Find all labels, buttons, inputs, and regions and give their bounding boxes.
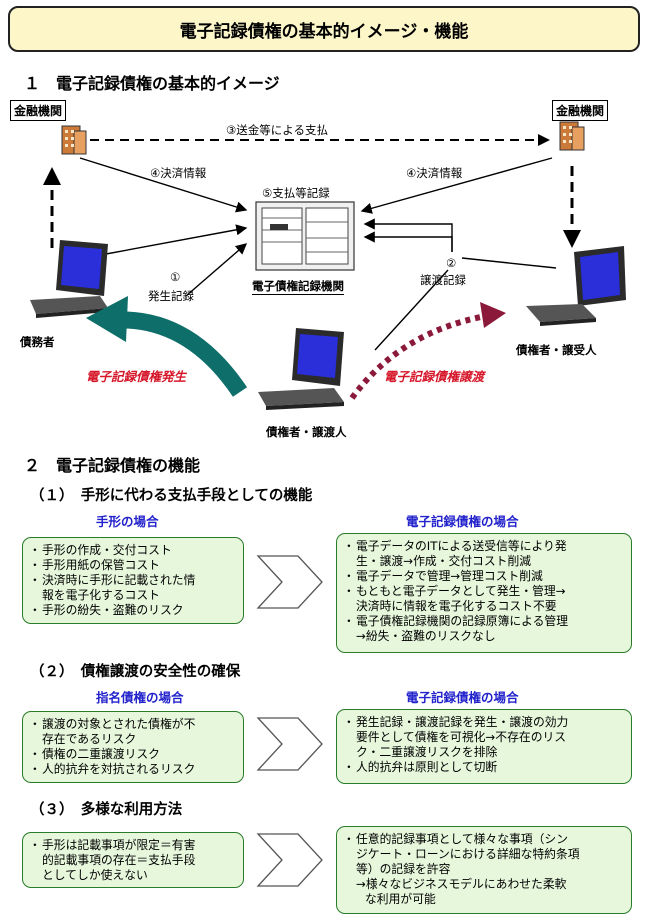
issue-number: ① bbox=[170, 270, 181, 284]
diagram bbox=[30, 121, 626, 410]
issue-arrow-label: 電子記録債権発生 bbox=[86, 369, 187, 384]
list-item: 発生記録・譲渡記録を発生・譲渡の効力 bbox=[343, 715, 623, 730]
transfer-record-label: 譲渡記録 bbox=[420, 273, 466, 287]
list-item: 譲渡の対象とされた債権が不 bbox=[29, 717, 235, 732]
list-item: 要件として債権を可視化→不存在のリス bbox=[356, 730, 567, 744]
list-item: 的記載事項の存在＝支払手段 bbox=[42, 853, 196, 867]
debtor-label: 債務者 bbox=[20, 335, 55, 349]
list-item: 人的抗弁を対抗されるリスク bbox=[29, 762, 235, 777]
list-item: 手形用紙の保管コスト bbox=[29, 558, 235, 573]
sub3-right-box: 任意的記録事項として様々な事項（シン ジケート・ローンにおける詳細な特約条項 等… bbox=[336, 826, 632, 914]
list-item: 電子債権記録機関の記録原簿による管理 bbox=[343, 614, 623, 629]
sub2-right-header: 電子記録債権の場合 bbox=[406, 690, 519, 705]
transfer-arrow-label: 電子記録債権譲渡 bbox=[384, 369, 485, 384]
list-item: 手形は記載事項が限定＝有害 bbox=[29, 838, 235, 853]
list-item: ク・二重譲渡リスクを排除 bbox=[356, 745, 498, 759]
assignor-label: 債権者・譲渡人 bbox=[266, 425, 347, 439]
list-item: 電子データのITによる送受信等により発 bbox=[343, 539, 623, 554]
bank-right-label: 金融機関 bbox=[552, 100, 609, 121]
list-item: 報を電子化するコスト bbox=[42, 588, 160, 602]
list-item: としてしか使えない bbox=[42, 868, 148, 882]
bank-left-label: 金融機関 bbox=[10, 100, 67, 121]
sub1-heading: （１） 手形に代わる支払手段としての機能 bbox=[30, 488, 313, 504]
sub1-right-header: 電子記録債権の場合 bbox=[406, 514, 519, 529]
laptop-assignor-icon bbox=[258, 328, 344, 410]
settle-right-label: ④決済情報 bbox=[406, 166, 463, 180]
list-item: ジケート・ローンにおける詳細な特約条項 bbox=[356, 847, 580, 861]
sub1-left-header: 手形の場合 bbox=[96, 514, 159, 529]
laptop-debtor-icon bbox=[30, 240, 108, 318]
list-item: 手形の紛失・盗難のリスク bbox=[29, 603, 235, 618]
list-item: →様々なビジネスモデルにあわせた柔軟 bbox=[356, 877, 567, 891]
list-item: 決済時に手形に記載された情 bbox=[29, 573, 235, 588]
transfer-number: ② bbox=[446, 256, 457, 270]
sub3-left-box: 手形は記載事項が限定＝有害 的記載事項の存在＝支払手段 としてしか使えない bbox=[22, 832, 244, 888]
remit-label: ③送金等による支払 bbox=[226, 123, 328, 137]
bank-right-icon bbox=[559, 121, 585, 151]
page-title: 電子記録債権の基本的イメージ・機能 bbox=[8, 6, 640, 52]
section1-heading: １ 電子記録債権の基本的イメージ bbox=[24, 74, 280, 93]
list-item: 債権の二重譲渡リスク bbox=[29, 747, 235, 762]
list-item: 任意的記録事項として様々な事項（シン bbox=[343, 832, 623, 847]
sub2-left-header: 指名債権の場合 bbox=[96, 690, 184, 705]
payment-record-label: ⑤支払等記録 bbox=[262, 186, 330, 200]
list-item: 人的抗弁は原則として切断 bbox=[343, 760, 623, 775]
list-item: 生・譲渡→作成・交付コスト削減 bbox=[356, 554, 532, 568]
list-item: 存在であるリスク bbox=[42, 732, 137, 746]
list-item: 等）の記録を許容 bbox=[356, 862, 451, 876]
issue-record-label: 発生記録 bbox=[148, 289, 194, 303]
section2-heading: ２ 電子記録債権の機能 bbox=[24, 456, 201, 475]
list-item: 電子データで管理→管理コスト削減 bbox=[343, 569, 623, 584]
sub2-left-box: 譲渡の対象とされた債権が不 存在であるリスク 債権の二重譲渡リスク 人的抗弁を対… bbox=[22, 711, 244, 783]
list-item: な利用が可能 bbox=[365, 892, 436, 906]
registry-label: 電子債権記録機関 bbox=[252, 279, 344, 295]
settle-left-label: ④決済情報 bbox=[150, 166, 207, 180]
list-item: 手形の作成・交付コスト bbox=[29, 543, 235, 558]
chevron-right-icon bbox=[256, 555, 323, 887]
list-item: もともと電子データとして発生・管理→ bbox=[343, 584, 623, 599]
sub1-right-box: 電子データのITによる送受信等により発 生・譲渡→作成・交付コスト削減 電子デー… bbox=[336, 533, 632, 653]
sub2-right-box: 発生記録・譲渡記録を発生・譲渡の効力 要件として債権を可視化→不存在のリス ク・… bbox=[336, 709, 632, 784]
sub2-heading: （２） 債権譲渡の安全性の確保 bbox=[30, 664, 241, 680]
bank-left-icon bbox=[61, 125, 87, 155]
sub1-left-box: 手形の作成・交付コスト 手形用紙の保管コスト 決済時に手形に記載された情 報を電… bbox=[22, 537, 244, 624]
server-icon bbox=[255, 201, 355, 271]
sub3-heading: （３） 多様な利用方法 bbox=[30, 802, 183, 818]
laptop-assignee-icon bbox=[526, 246, 626, 326]
list-item: →紛失・盗難のリスクなし bbox=[356, 629, 496, 643]
list-item: 決済時に情報を電子化するコスト不要 bbox=[356, 599, 557, 613]
assignee-label: 債権者・譲受人 bbox=[516, 343, 597, 357]
